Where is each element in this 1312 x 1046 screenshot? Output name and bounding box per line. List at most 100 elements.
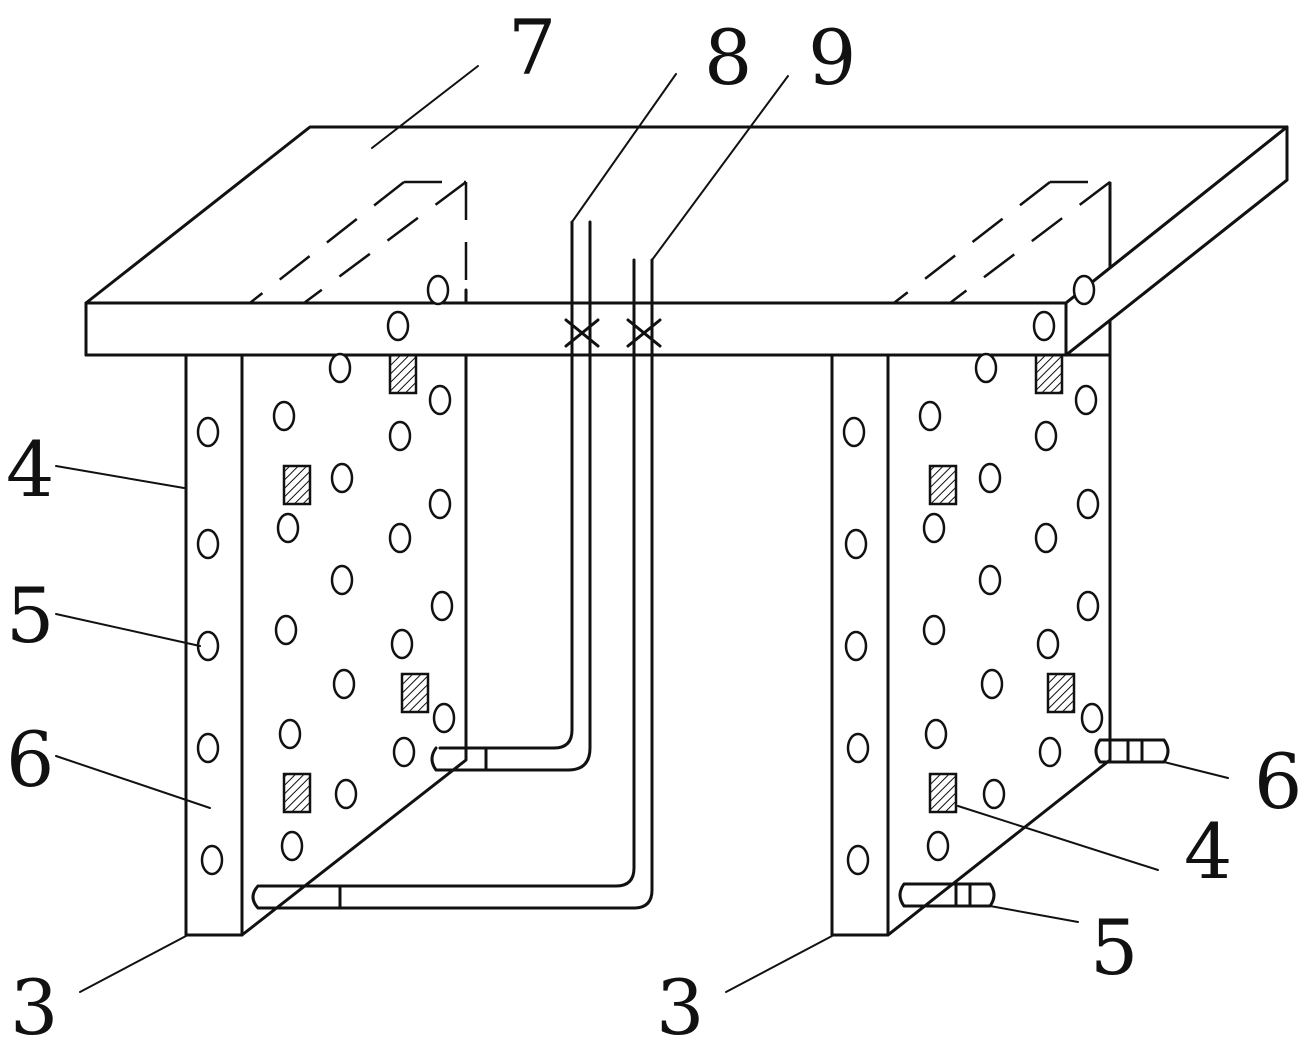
hole: [922, 614, 946, 646]
pipe-9-outer: [258, 258, 636, 888]
label-7: 7: [508, 3, 556, 92]
hidden-leg-left-diag-a: [245, 181, 405, 307]
hidden-leg-right-diag-a: [889, 181, 1051, 307]
hole: [196, 528, 220, 560]
hole: [1074, 384, 1098, 416]
label-left-6: 6: [6, 715, 54, 804]
hidden-leg-left-diag-b: [299, 180, 467, 308]
hole: [982, 778, 1006, 810]
hole: [328, 352, 352, 384]
pipe-8-outlet: [430, 746, 464, 772]
valve-9-b: [626, 318, 662, 348]
label-left-4: 4: [6, 425, 54, 514]
hole: [432, 702, 456, 734]
hole: [196, 732, 220, 764]
hole: [278, 718, 302, 750]
hole: [846, 844, 870, 876]
hole: [1080, 702, 1104, 734]
hole: [280, 830, 304, 862]
hole: [332, 668, 356, 700]
hole: [276, 512, 300, 544]
holes-group: [196, 274, 1104, 876]
leader-left-4: [55, 465, 185, 489]
hole: [978, 462, 1002, 494]
leader-left-5: [55, 613, 201, 647]
label-right-3: 3: [656, 963, 704, 1046]
hatched-marker: [928, 464, 958, 506]
leader-right-6: [1163, 761, 1229, 779]
hole: [388, 522, 412, 554]
pipe-8-outer: [438, 220, 574, 750]
hole: [426, 274, 450, 306]
hole: [922, 512, 946, 544]
label-right-6: 6: [1254, 737, 1302, 826]
pipe-8-inner: [438, 220, 592, 772]
hatched-marker: [400, 672, 430, 714]
hole: [844, 528, 868, 560]
hole: [330, 564, 354, 596]
leader-lines: [55, 65, 1229, 993]
label-right-5: 5: [1090, 903, 1138, 992]
hatched-marker: [928, 772, 958, 814]
leader-right-3: [725, 935, 833, 993]
label-8: 8: [704, 13, 752, 102]
hole: [386, 310, 410, 342]
hole: [330, 462, 354, 494]
hole: [1076, 488, 1100, 520]
hatched-marker: [388, 353, 418, 395]
hole: [428, 384, 452, 416]
hatched-marker: [282, 772, 312, 814]
leader-left-3: [79, 935, 187, 993]
leader-8: [571, 73, 677, 223]
left-leg-side-face: [240, 353, 468, 937]
pipe-9-outlet: [251, 884, 288, 910]
right-leg-side-face: [886, 353, 1112, 937]
hole: [334, 778, 358, 810]
hole: [392, 736, 416, 768]
hole: [918, 400, 942, 432]
leader-9: [651, 75, 789, 261]
hole: [844, 630, 868, 662]
labels: 7 8 9 4 5 6 3 3 6 4 5: [6, 3, 1302, 1046]
hole: [428, 488, 452, 520]
hole: [980, 668, 1004, 700]
hole: [200, 844, 224, 876]
label-left-3: 3: [10, 963, 58, 1046]
hatched-marker: [282, 464, 312, 506]
hidden-leg-right-diag-b: [945, 181, 1111, 307]
pipe-9-inner: [258, 258, 654, 910]
hole: [1038, 736, 1062, 768]
leader-right-4: [957, 805, 1159, 871]
hole: [390, 628, 414, 660]
label-right-4: 4: [1184, 807, 1232, 896]
leader-left-6: [55, 755, 211, 809]
leader-right-5: [989, 905, 1079, 923]
label-9: 9: [808, 13, 856, 102]
hole: [1034, 522, 1058, 554]
leader-7: [371, 65, 479, 149]
hole: [1036, 628, 1060, 660]
hole: [1072, 274, 1096, 306]
hole: [274, 614, 298, 646]
left-leg: [184, 301, 468, 937]
valve-8-b: [564, 318, 600, 348]
pipes: [251, 220, 662, 910]
hole: [846, 732, 870, 764]
hatched-marker: [1046, 672, 1076, 714]
hole: [1034, 420, 1058, 452]
hole: [1076, 590, 1100, 622]
hole: [974, 352, 998, 384]
hole: [926, 830, 950, 862]
hole: [978, 564, 1002, 596]
hole: [272, 400, 296, 432]
hole: [430, 590, 454, 622]
top-plate-right-overlay: [1064, 125, 1289, 357]
hole: [1032, 310, 1056, 342]
hatched-marker: [1034, 353, 1064, 395]
label-left-5: 5: [6, 571, 54, 660]
hole: [842, 416, 866, 448]
hole: [388, 420, 412, 452]
hole: [196, 416, 220, 448]
